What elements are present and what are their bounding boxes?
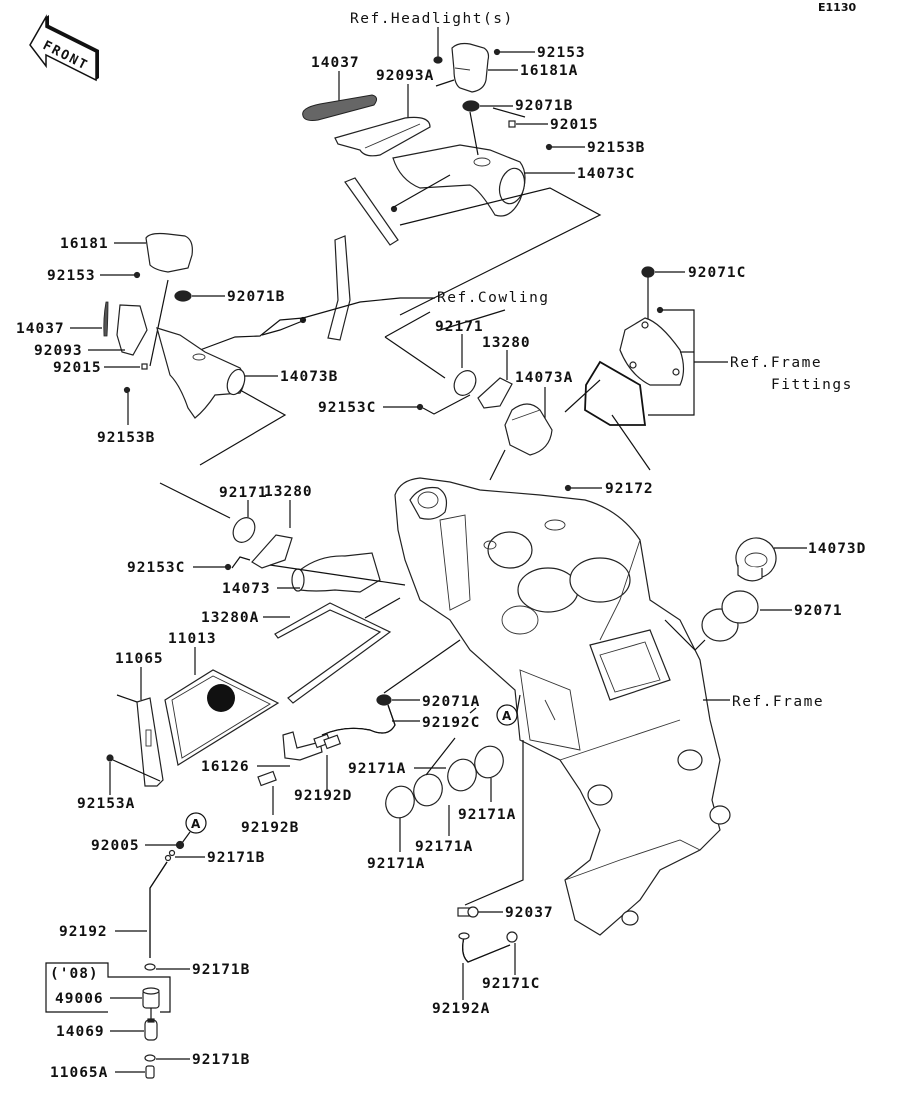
part-label-11065: 11065	[115, 651, 164, 667]
svg-text:A: A	[502, 709, 512, 723]
resonator-box-top	[451, 42, 490, 93]
part-label-13280-mid: 13280	[482, 335, 531, 351]
ref-frame-fittings-label-2: Fittings	[771, 377, 853, 393]
part-label-92171B-2: 92171B	[192, 962, 250, 978]
ref-frame-fittings-label-1: Ref.Frame	[730, 355, 822, 371]
part-label-92192A: 92192A	[432, 1001, 490, 1017]
part-label-92171-low: 92171	[219, 485, 268, 501]
part-label-16181A: 16181A	[520, 63, 578, 79]
air-duct-14073A	[504, 403, 553, 456]
part-label-14073D: 14073D	[808, 541, 866, 557]
ref-cowling-label: Ref.Cowling	[437, 290, 550, 306]
part-label-11065A: 11065A	[50, 1065, 108, 1081]
diagram-code: E1130	[818, 1, 856, 14]
frame-fitting-gasket	[584, 360, 647, 426]
part-label-14069: 14069	[56, 1024, 105, 1040]
callout-a-drain: A	[185, 812, 207, 834]
year-note-label: ('08)	[50, 966, 99, 982]
part-label-16126: 16126	[201, 759, 250, 775]
part-label-92153A: 92153A	[77, 796, 135, 812]
part-label-14073: 14073	[222, 581, 271, 597]
part-label-13280-low: 13280	[264, 484, 313, 500]
ref-headlight-label: Ref.Headlight(s)	[350, 11, 514, 27]
valve-16126	[282, 731, 342, 761]
part-label-92153C-low: 92153C	[127, 560, 185, 576]
part-label-92015-left: 92015	[53, 360, 102, 376]
part-label-92071B-left: 92071B	[227, 289, 285, 305]
part-label-92071B-top: 92071B	[515, 98, 573, 114]
funnel-14073D	[735, 537, 777, 582]
part-label-92192C: 92192C	[422, 715, 480, 731]
resonator-box-left	[145, 232, 193, 273]
air-filter-element	[164, 669, 280, 766]
part-label-92005: 92005	[91, 838, 140, 854]
part-label-92192B: 92192B	[241, 820, 299, 836]
air-duct-14073C	[392, 144, 526, 217]
mesh-screen-top	[302, 94, 378, 121]
air-duct-14073	[291, 552, 381, 593]
part-label-92171B-1: 92171B	[207, 850, 265, 866]
part-label-13280A: 13280A	[201, 610, 259, 626]
air-duct-14073B	[156, 327, 246, 419]
part-label-92153B-left: 92153B	[97, 430, 155, 446]
svg-text:A: A	[191, 817, 201, 831]
part-label-92071: 92071	[794, 603, 843, 619]
part-label-11013: 11013	[168, 631, 217, 647]
gasket-top	[334, 116, 431, 157]
part-label-92071C: 92071C	[688, 265, 746, 281]
front-arrow-icon: FRONT	[29, 14, 99, 82]
clamp-92171C	[506, 931, 518, 943]
part-label-92171C: 92171C	[482, 976, 540, 992]
part-label-14073A: 14073A	[515, 370, 573, 386]
part-label-92171B-3: 92171B	[192, 1052, 250, 1068]
part-label-92153-left: 92153	[47, 268, 96, 284]
part-label-92037: 92037	[505, 905, 554, 921]
hose-clamps-92171A	[385, 745, 504, 819]
part-label-14073C: 14073C	[577, 166, 635, 182]
part-label-14037-left: 14037	[16, 321, 65, 337]
part-label-92172: 92172	[605, 481, 654, 497]
gasket-frame-13280A	[274, 602, 392, 704]
part-label-92153B-top: 92153B	[587, 140, 645, 156]
part-label-92192: 92192	[59, 924, 108, 940]
part-label-49006: 49006	[55, 991, 104, 1007]
part-label-92171A-4: 92171A	[367, 856, 425, 872]
bracket-stay	[299, 177, 399, 341]
part-label-92153-top: 92153	[537, 45, 586, 61]
part-label-92171A-2: 92171A	[458, 807, 516, 823]
part-label-92153C-mid: 92153C	[318, 400, 376, 416]
grommet-92071	[701, 590, 759, 642]
breather-14069	[144, 1018, 158, 1041]
ref-frame-label: Ref.Frame	[732, 694, 824, 710]
joint-92037	[457, 906, 479, 918]
part-label-14037: 14037	[311, 55, 360, 71]
callout-a-frame: A	[496, 704, 518, 726]
filter-49006	[142, 987, 160, 1009]
part-label-14073B: 14073B	[280, 369, 338, 385]
part-label-92171A-1: 92171A	[348, 761, 406, 777]
part-label-92015-top: 92015	[550, 117, 599, 133]
part-label-92192D: 92192D	[294, 788, 352, 804]
part-label-92093A: 92093A	[376, 68, 434, 84]
side-cover-11065	[116, 694, 164, 787]
part-label-92071A: 92071A	[422, 694, 480, 710]
part-label-92171A-3: 92171A	[415, 839, 473, 855]
part-label-16181: 16181	[60, 236, 109, 252]
frame-body	[394, 477, 731, 936]
part-label-92171-mid: 92171	[435, 319, 484, 335]
part-label-92093: 92093	[34, 343, 83, 359]
nut-top-icon	[433, 56, 443, 64]
frame-fitting-cover	[619, 317, 685, 386]
